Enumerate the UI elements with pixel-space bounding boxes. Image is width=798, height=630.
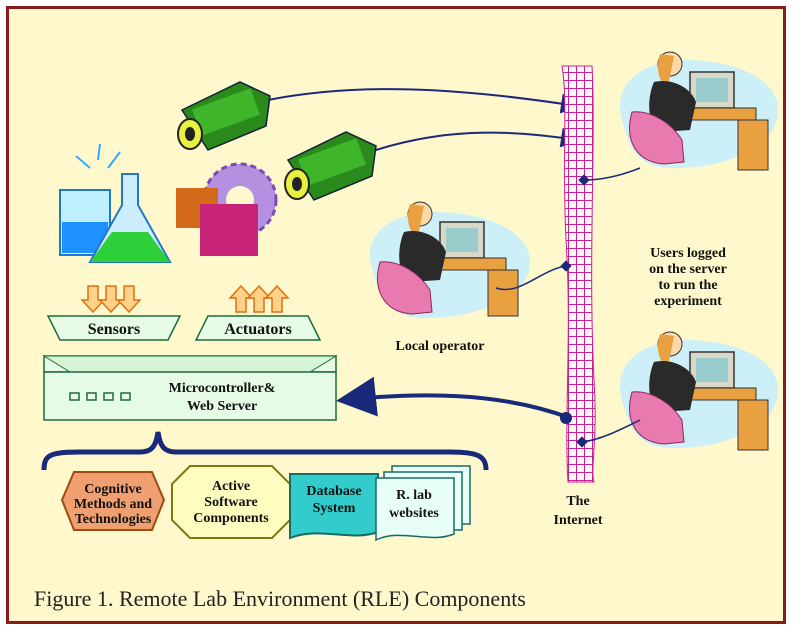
microcontroller-label-line1: Microcontroller& bbox=[169, 381, 276, 396]
local-operator-label: Local operator bbox=[395, 339, 484, 354]
rlab-label-line2: websites bbox=[389, 506, 439, 521]
remote-user-icon-bottom bbox=[619, 331, 778, 451]
active-label-line1: Active bbox=[212, 479, 250, 494]
users-label-line4: experiment bbox=[654, 294, 722, 309]
internet-label-line1: The bbox=[566, 494, 589, 509]
sensors-box bbox=[46, 315, 182, 341]
active-label-line2: Software bbox=[204, 495, 257, 510]
rlab-websites-pages bbox=[375, 465, 471, 542]
microcontroller-box bbox=[42, 355, 338, 421]
actuator-up-arrows-icon bbox=[228, 284, 290, 313]
internet-to-server-arrow bbox=[336, 376, 571, 420]
users-label-line1: Users logged bbox=[650, 246, 726, 261]
camera-icon-middle bbox=[284, 131, 377, 201]
rlab-label-line1: R. lab bbox=[396, 488, 432, 503]
camera-icon-top bbox=[177, 81, 271, 151]
lab-glassware-icon bbox=[59, 143, 172, 263]
users-label-line2: on the server bbox=[649, 262, 727, 277]
users-label-line3: to run the bbox=[658, 278, 717, 293]
microcontroller-label-line2: Web Server bbox=[187, 399, 257, 414]
database-label-line1: Database bbox=[306, 484, 361, 499]
actuators-box bbox=[194, 315, 322, 341]
sensor-down-arrows-icon bbox=[80, 285, 142, 314]
cognitive-label-line3: Technologies bbox=[75, 512, 152, 527]
components-brace bbox=[41, 431, 489, 471]
figure-caption: Figure 1. Remote Lab Environment (RLE) C… bbox=[34, 586, 526, 611]
gears-icon bbox=[176, 162, 278, 256]
internet-column bbox=[561, 65, 596, 483]
camera-middle-link-arrow bbox=[375, 127, 581, 151]
actuators-label: Actuators bbox=[224, 321, 292, 338]
local-operator-icon bbox=[369, 201, 530, 319]
active-software-octagon bbox=[171, 465, 291, 539]
active-label-line3: Components bbox=[193, 511, 269, 526]
sensors-label: Sensors bbox=[88, 321, 140, 338]
database-label-line2: System bbox=[313, 501, 356, 516]
cognitive-label-line2: Methods and bbox=[74, 497, 152, 512]
cognitive-label-line1: Cognitive bbox=[84, 482, 142, 497]
remote-user-icon-top bbox=[619, 51, 778, 171]
local-operator-link bbox=[495, 265, 567, 291]
internet-label-line2: Internet bbox=[554, 513, 603, 528]
camera-top-link-arrow bbox=[267, 88, 581, 114]
cognitive-hexagon bbox=[60, 471, 166, 531]
